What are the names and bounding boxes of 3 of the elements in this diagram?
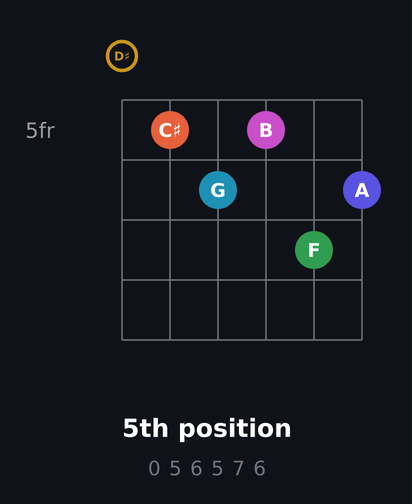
title: 5th position [124, 418, 290, 442]
fret-number: 5fr [26, 122, 55, 138]
fingering-numbers: 0 5 6 5 7 6 [149, 460, 265, 476]
